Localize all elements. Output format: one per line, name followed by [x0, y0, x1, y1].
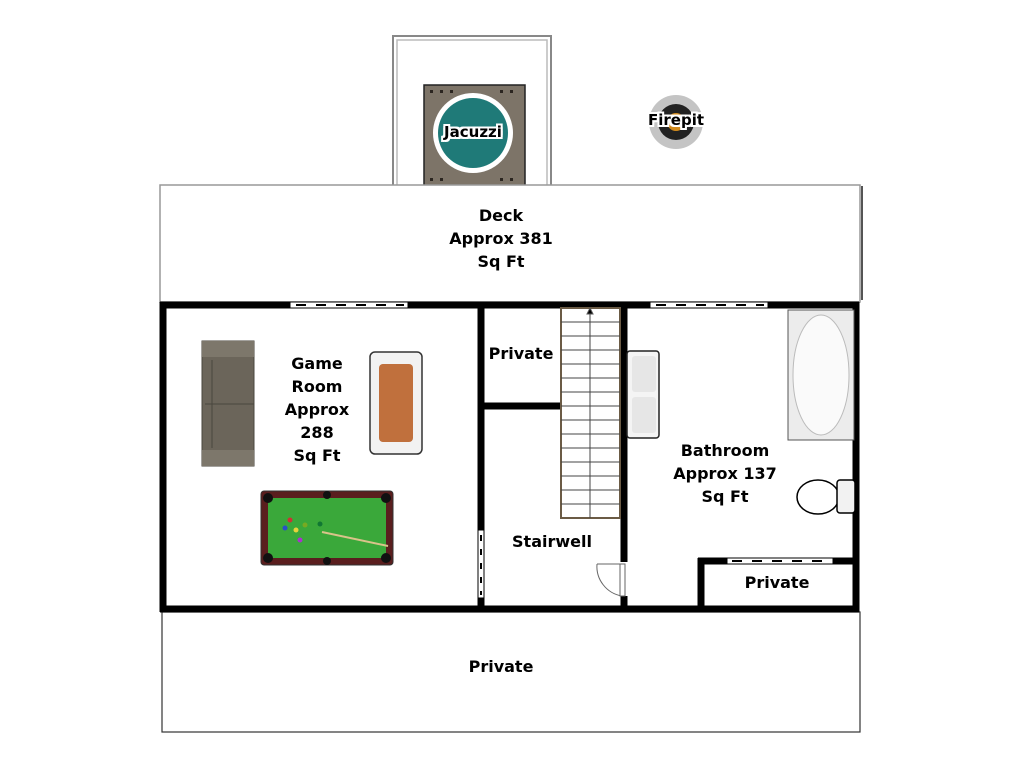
room-unit: Sq Ft	[477, 252, 525, 271]
door-icon	[596, 563, 626, 597]
private-bath-label: Private	[744, 573, 810, 592]
bathroom-label: Bathroom Approx 137 Sq Ft	[673, 439, 776, 508]
firepit-icon	[649, 95, 703, 149]
game-room-label: Game Room Approx 288 Sq Ft	[285, 352, 350, 467]
private-top-label: Private	[488, 344, 554, 363]
jacuzzi-label: Jacuzzi	[444, 123, 502, 141]
sink-icon	[626, 350, 660, 439]
room-area: Approx 381	[449, 229, 553, 248]
room-name: Game	[291, 354, 343, 373]
stairs	[560, 306, 621, 519]
deck-outline	[159, 184, 861, 303]
pool-table-icon	[260, 490, 394, 566]
ping-pong-table-icon	[369, 351, 423, 455]
walls	[159, 301, 860, 613]
room-name: Bathroom	[680, 441, 770, 460]
room-area: 288	[300, 423, 334, 442]
jacuzzi-icon	[423, 84, 526, 187]
window	[289, 301, 409, 309]
toilet-icon	[796, 479, 856, 515]
room-area: Approx	[284, 400, 350, 419]
private-bottom-label: Private	[468, 657, 534, 676]
room-area: Approx 137	[673, 464, 777, 483]
deck-label: Deck Approx 381 Sq Ft	[449, 204, 552, 273]
sofa-icon	[201, 340, 255, 467]
room-name: Deck	[478, 206, 524, 225]
room-unit: Sq Ft	[701, 487, 749, 506]
room-unit: Sq Ft	[293, 446, 341, 465]
bathtub-icon	[787, 309, 855, 441]
window	[649, 301, 769, 309]
room-name: Room	[291, 377, 343, 396]
stairwell-label: Stairwell	[512, 532, 592, 551]
firepit-label: Firepit	[647, 111, 705, 129]
